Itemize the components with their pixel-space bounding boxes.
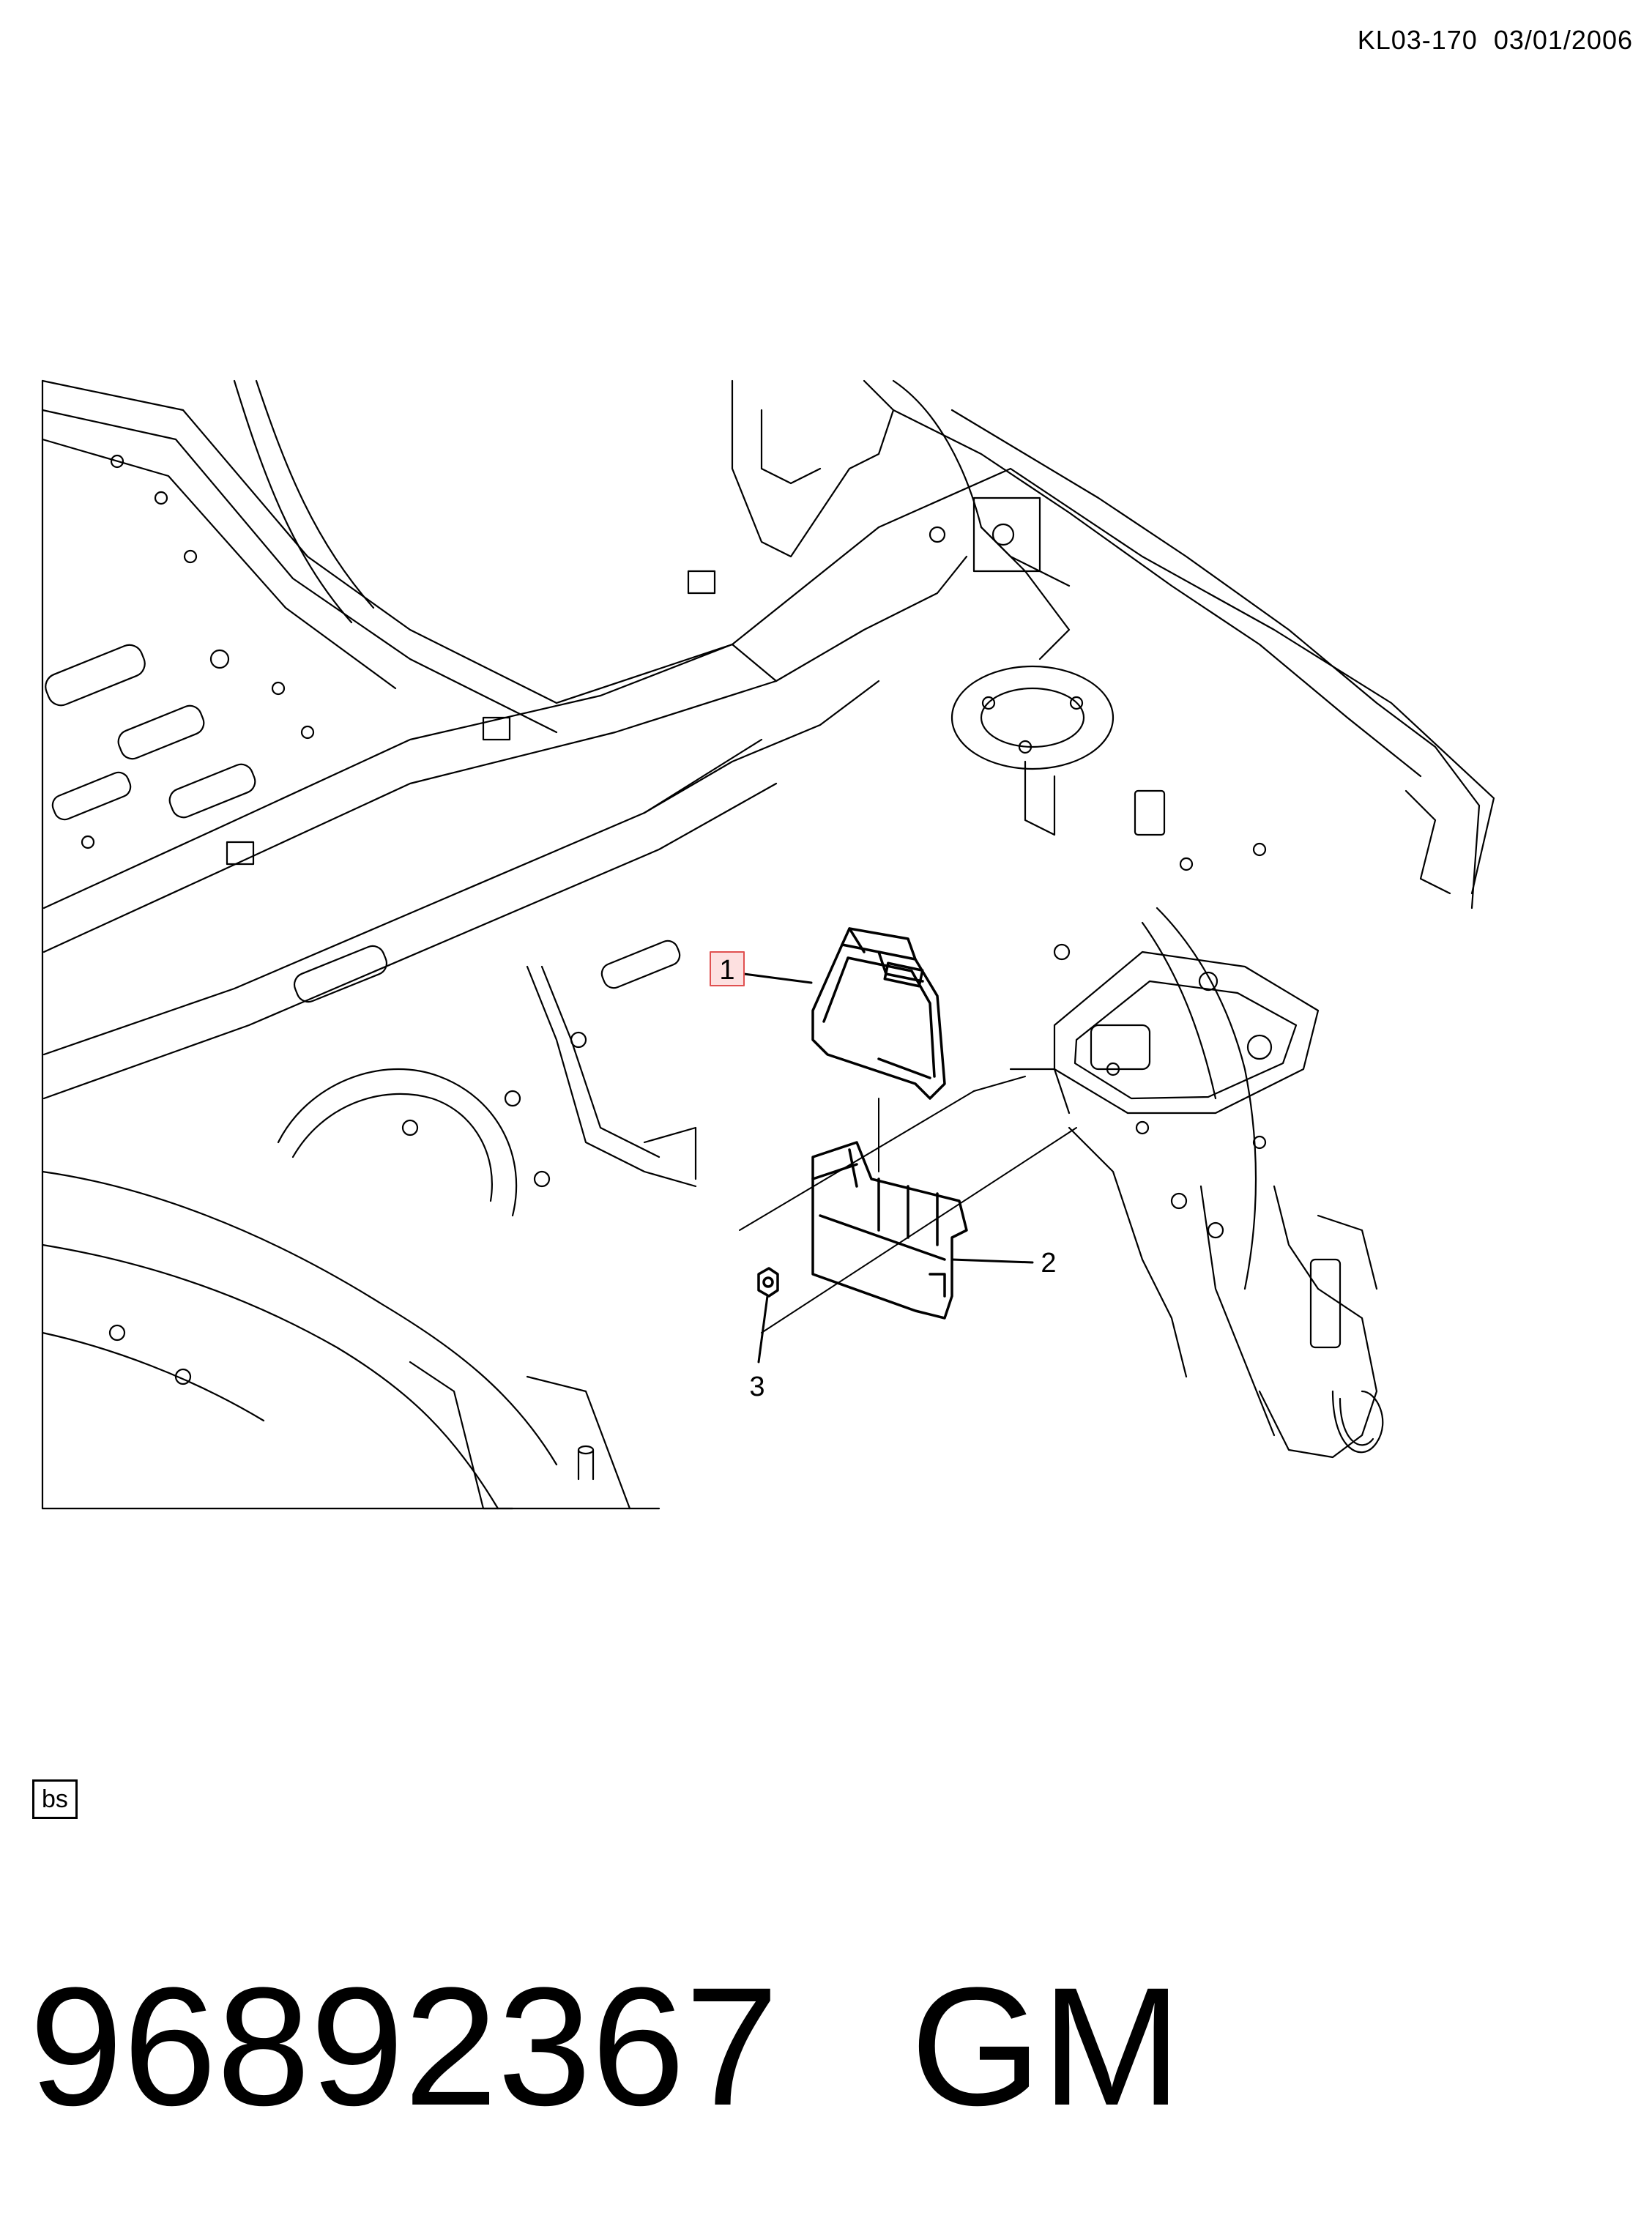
nut-fastener bbox=[757, 1267, 779, 1298]
part-number: 96892367 bbox=[29, 1952, 779, 2140]
leader-lines bbox=[743, 972, 1034, 1364]
bs-label-box: bs bbox=[32, 1779, 78, 1819]
assembly-lines bbox=[739, 1076, 1077, 1333]
callout-1-label: 1 bbox=[719, 955, 734, 986]
callout-3-label: 3 bbox=[749, 1372, 764, 1402]
ecm-control-module bbox=[811, 927, 946, 1100]
right-apron-structure bbox=[731, 379, 1481, 1459]
callout-1: 1 bbox=[710, 951, 745, 986]
callout-2: 2 bbox=[1041, 1248, 1056, 1279]
vehicle-body-structure bbox=[41, 379, 1495, 1510]
document-code-date: KL03-170 03/01/2006 bbox=[1357, 25, 1633, 55]
part-footer: 96892367 GM bbox=[29, 1952, 1182, 2142]
callout-1-highlight bbox=[710, 951, 745, 986]
brand-name: GM bbox=[910, 1952, 1182, 2140]
ecm-bracket bbox=[811, 1141, 968, 1320]
callout-2-label: 2 bbox=[1041, 1248, 1056, 1279]
callout-3: 3 bbox=[749, 1372, 764, 1402]
